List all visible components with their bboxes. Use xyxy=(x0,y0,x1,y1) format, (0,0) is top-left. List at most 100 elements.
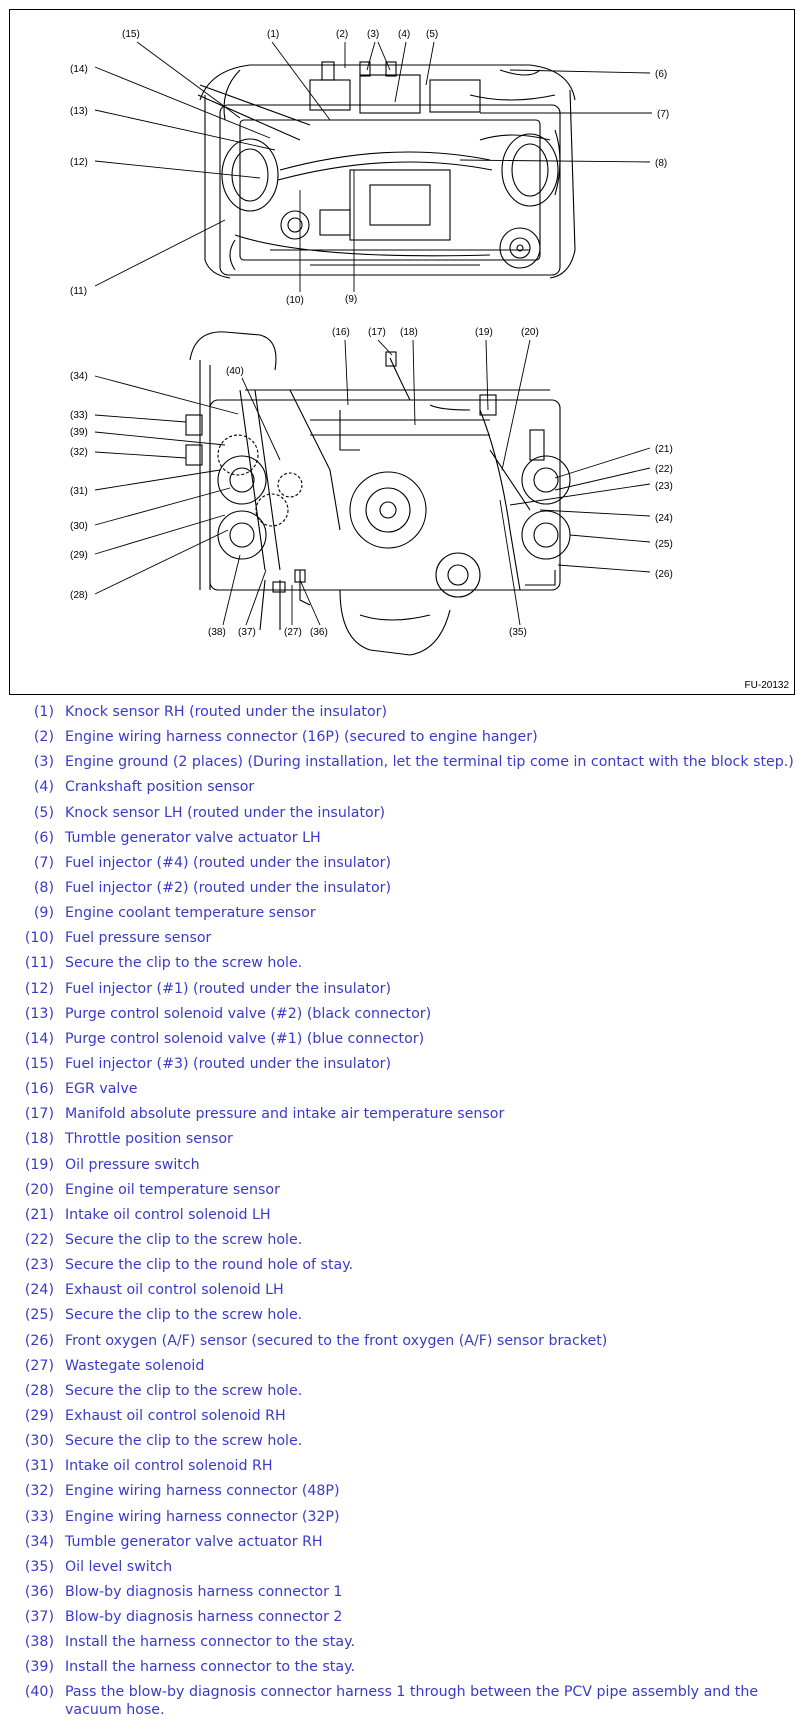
legend-number: (30) xyxy=(24,1433,54,1450)
legend-item: (6)Tumble generator valve actuator LH xyxy=(0,829,808,854)
legend-description: Secure the clip to the round hole of sta… xyxy=(65,1257,354,1274)
callout-5: (5) xyxy=(426,29,438,40)
legend-description: Install the harness connector to the sta… xyxy=(65,1659,355,1676)
callout-39: (39) xyxy=(70,427,88,438)
legend-description: Oil pressure switch xyxy=(65,1156,200,1173)
legend-item: (4) Crankshaft position sensor xyxy=(0,778,808,803)
legend-number: (31) xyxy=(24,1458,54,1475)
callout-20: (20) xyxy=(521,327,539,338)
legend-number: (23) xyxy=(24,1257,54,1274)
legend-number: (36) xyxy=(24,1583,54,1600)
legend-item: (32)Engine wiring harness connector (48P… xyxy=(0,1482,808,1507)
callout-4: (4) xyxy=(398,29,410,40)
legend-item: (1)Knock sensor RH (routed under the ins… xyxy=(0,703,808,728)
legend-item: (26)Front oxygen (A/F) sensor (secured t… xyxy=(0,1332,808,1357)
legend-description: Knock sensor LH (routed under the insula… xyxy=(65,804,386,821)
legend-number: (27) xyxy=(24,1357,54,1374)
callout-32: (32) xyxy=(70,447,88,458)
legend-number: (13) xyxy=(24,1005,54,1022)
legend-description: Purge control solenoid valve (#1) (blue … xyxy=(65,1030,425,1047)
engine-diagram: (15) (1) (2) (3) (4) (5) (14) (6) (13) (… xyxy=(70,29,673,656)
legend-description: Tumble generator valve actuator LH xyxy=(65,829,321,846)
legend-number: (4) xyxy=(33,779,54,796)
callout-31: (31) xyxy=(70,486,88,497)
callout-9: (9) xyxy=(345,294,357,305)
legend-number: (37) xyxy=(24,1609,54,1626)
legend-item: (35) Oil level switch xyxy=(0,1558,808,1583)
legend-item: (36)Blow-by diagnosis harness connector … xyxy=(0,1583,808,1608)
legend-description: Wastegate solenoid xyxy=(65,1357,205,1374)
legend-item: (29) Exhaust oil control solenoid RH xyxy=(0,1407,808,1432)
legend-description: Engine ground (2 places) (During install… xyxy=(65,754,794,771)
legend-number: (10) xyxy=(24,930,54,947)
legend-item: (12) Fuel injector (#1) (routed under the… xyxy=(0,980,808,1005)
legend-description: Install the harness connector to the sta… xyxy=(65,1634,355,1651)
callout-36: (36) xyxy=(310,627,328,638)
legend-item: (15)Fuel injector (#3) (routed under the… xyxy=(0,1055,808,1080)
bottom-engine-drawing xyxy=(185,331,571,656)
legend-number: (17) xyxy=(24,1106,54,1123)
legend-number: (12) xyxy=(24,980,54,997)
legend-description: Engine coolant temperature sensor xyxy=(65,905,316,922)
legend-description: Engine oil temperature sensor xyxy=(65,1181,280,1198)
callout-35: (35) xyxy=(509,627,527,638)
legend-description: Throttle position sensor xyxy=(65,1131,233,1148)
legend-item: (33) Engine wiring harness connector (32P… xyxy=(0,1508,808,1533)
legend-description: Fuel injector (#2) (routed under the ins… xyxy=(65,879,391,896)
bottom-callout-labels: (16) (17) (18) (19) (20) (40) (34) (33) … xyxy=(70,327,673,638)
legend-number: (18) xyxy=(24,1131,54,1148)
legend-item: (10)Fuel pressure sensor xyxy=(0,929,808,954)
legend-description: Pass the blow-by diagnosis connector har… xyxy=(65,1684,759,1719)
callout-21: (21) xyxy=(655,444,673,455)
callout-8: (8) xyxy=(655,158,667,169)
legend-number: (28) xyxy=(24,1382,54,1399)
legend-item: (7)Fuel injector (#4) (routed under the … xyxy=(0,854,808,879)
legend-number: (9) xyxy=(33,905,54,922)
legend-description: Secure the clip to the screw hole. xyxy=(65,1433,303,1450)
legend-description: Blow-by diagnosis harness connector 2 xyxy=(65,1609,343,1626)
callout-38: (38) xyxy=(208,627,226,638)
legend-item: (40) Pass the blow-by diagnosis connector… xyxy=(0,1683,808,1731)
legend-description: Oil level switch xyxy=(65,1558,173,1575)
legend-description: Crankshaft position sensor xyxy=(65,779,255,796)
legend-description: Engine wiring harness connector (48P) xyxy=(65,1483,340,1500)
callout-2: (2) xyxy=(336,29,348,40)
legend-description: Engine wiring harness connector (16P) (s… xyxy=(65,729,538,746)
legend-number: (40) xyxy=(24,1684,54,1701)
legend-number: (24) xyxy=(24,1282,54,1299)
legend-number: (29) xyxy=(24,1407,54,1424)
top-callout-labels: (15) (1) (2) (3) (4) (5) (14) (6) (13) (… xyxy=(70,29,669,306)
legend-number: (2) xyxy=(33,729,54,746)
legend-item: (34)Tumble generator valve actuator RH xyxy=(0,1533,808,1558)
legend-description: Engine wiring harness connector (32P) xyxy=(65,1508,340,1525)
legend-number: (35) xyxy=(24,1558,54,1575)
legend-number: (22) xyxy=(24,1231,54,1248)
legend-item: (11)Secure the clip to the screw hole. xyxy=(0,954,808,979)
callout-34: (34) xyxy=(70,371,88,382)
legend-item: (9) Engine coolant temperature sensor xyxy=(0,904,808,929)
callout-10: (10) xyxy=(286,295,304,306)
callout-25: (25) xyxy=(655,539,673,550)
callout-24: (24) xyxy=(655,513,673,524)
legend-item: (18) Throttle position sensor xyxy=(0,1130,808,1155)
legend-description: Secure the clip to the screw hole. xyxy=(65,1307,303,1324)
legend-number: (3) xyxy=(33,754,54,771)
legend-description: Fuel injector (#1) (routed under the ins… xyxy=(65,980,391,997)
callout-26: (26) xyxy=(655,569,673,580)
callout-17: (17) xyxy=(368,327,386,338)
legend-number: (33) xyxy=(24,1508,54,1525)
legend-description: Purge control solenoid valve (#2) (black… xyxy=(65,1005,432,1022)
legend-description: Exhaust oil control solenoid RH xyxy=(65,1407,286,1424)
component-legend: (1)Knock sensor RH (routed under the ins… xyxy=(0,703,808,1731)
legend-item: (24)Exhaust oil control solenoid LH xyxy=(0,1281,808,1306)
legend-number: (15) xyxy=(24,1055,54,1072)
legend-description: Tumble generator valve actuator RH xyxy=(65,1533,323,1550)
callout-11: (11) xyxy=(70,286,87,297)
legend-description: Manifold absolute pressure and intake ai… xyxy=(65,1106,505,1123)
callout-27: (27) xyxy=(284,627,302,638)
callout-28: (28) xyxy=(70,590,88,601)
legend-description: Intake oil control solenoid LH xyxy=(65,1206,271,1223)
legend-description: Secure the clip to the screw hole. xyxy=(65,1231,303,1248)
legend-description: EGR valve xyxy=(65,1081,138,1098)
top-engine-drawing xyxy=(197,61,576,279)
